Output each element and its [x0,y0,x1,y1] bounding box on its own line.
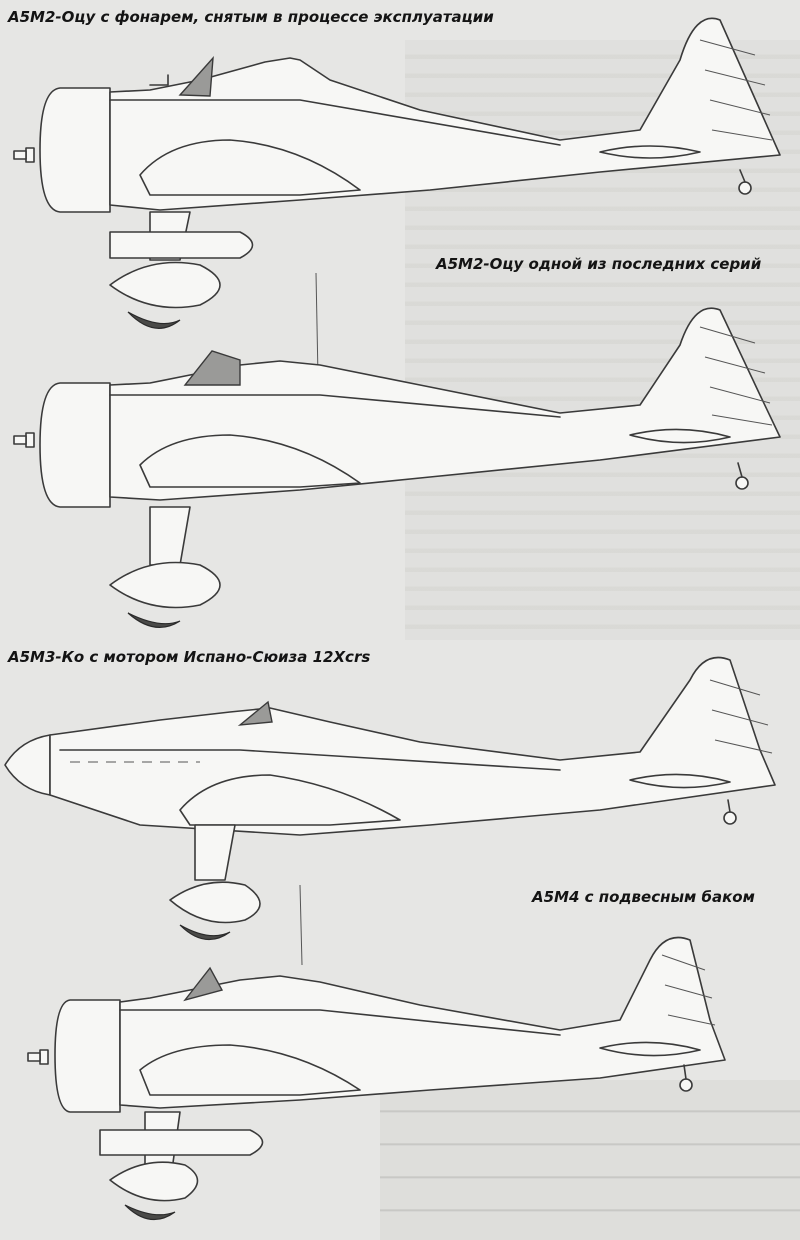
canopy [183,966,224,1002]
tailplane [629,773,731,789]
background-table [380,1080,800,1240]
tailplane [599,1041,701,1057]
spinner [4,734,51,796]
a5m4-drawing [27,884,726,1221]
radio-mast [299,884,303,966]
engine-cowling [54,999,121,1113]
caption-a5m4: А5М4 с подвесным баком [532,888,755,906]
main-wheel [179,924,231,941]
tail-wheel [679,1078,693,1092]
propeller-hub [13,432,35,448]
wheel-spat [109,1161,199,1202]
main-wheel [124,1204,176,1221]
rudder-ribs [699,39,773,141]
wing-root [139,1044,361,1096]
rudder-ribs [709,679,773,754]
radio-mast [315,272,319,378]
a5m3-drawing [4,656,776,941]
windscreen [178,55,214,97]
canopy [183,350,241,386]
wheel-spat [109,261,221,309]
propeller-hub [13,147,35,163]
engine-cowling [39,382,111,508]
drop-tank [109,231,254,259]
landing-gear-fairing [149,506,191,566]
tailplane [629,428,731,444]
tail-wheel [738,181,752,195]
fuselage [49,656,776,836]
a5m2-canopy-removed-drawing [13,17,781,329]
wheel-spat [169,881,261,924]
caption-a5m3: А5М3-Ко с мотором Испано-Сюиза 12Xcrs [8,648,371,666]
wing-root [139,434,361,488]
rudder-ribs [661,954,716,1026]
wing-root [179,774,401,826]
drop-tank [99,1129,264,1156]
wing-root [139,139,361,196]
landing-gear-fairing [194,824,236,881]
rudder-ribs [699,326,773,426]
caption-a5m2-canopy-removed: А5М2-Оцу с фонарем, снятым в процессе эк… [8,8,494,26]
propeller-hub [27,1049,49,1065]
caption-a5m2-late-series: А5М2-Оцу одной из последних серий [436,255,762,273]
tail-wheel [723,811,737,825]
engine-cowling [39,87,111,213]
tailplane [599,145,701,159]
tail-wheel [735,476,749,490]
wheel-spat [109,561,221,609]
a5m2-late-series-drawing [13,272,781,628]
main-wheel [127,612,181,628]
main-wheel [127,311,181,329]
canopy [237,700,273,726]
